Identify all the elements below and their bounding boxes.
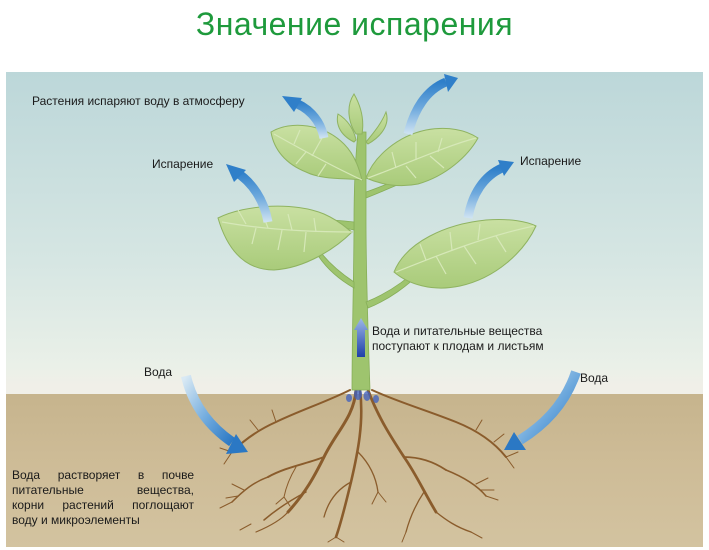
label-soil-line3: корни растений поглощают xyxy=(12,498,194,512)
leaf-veins xyxy=(221,129,535,275)
label-stem-flow-line2: поступают к плодам и листьям xyxy=(372,339,544,353)
stem-flow-arrow xyxy=(354,318,368,357)
water-arrows xyxy=(181,370,581,454)
label-water-right: Вода xyxy=(580,371,609,385)
leaf-top-left xyxy=(336,113,357,143)
label-soil-text: Вода растворяет в почве питательные веще… xyxy=(12,468,194,528)
diagram-panel: Растения испаряют воду в атмосферу Испар… xyxy=(6,72,703,547)
leaf-left-lower xyxy=(217,205,353,271)
leaves xyxy=(217,93,537,289)
label-stem-flow-line1: Вода и питательные вещества xyxy=(372,324,543,338)
label-atmosphere: Растения испаряют воду в атмосферу xyxy=(32,94,245,108)
label-evaporation-right: Испарение xyxy=(520,154,582,168)
root-water-glow xyxy=(346,388,379,403)
label-soil-line1: Вода растворяет в почве xyxy=(12,468,194,482)
label-evaporation-left: Испарение xyxy=(152,157,214,171)
label-stem-flow: Вода и питательные вещества поступают к … xyxy=(372,324,572,354)
page-title: Значение испарения xyxy=(195,6,514,42)
label-soil-line2: питательные вещества, xyxy=(12,483,194,497)
label-water-left: Вода xyxy=(144,365,173,379)
evaporation-arrows xyxy=(226,74,514,223)
leaf-top-center xyxy=(348,93,364,135)
label-soil-line4: воду и микроэлементы xyxy=(12,513,140,527)
roots xyxy=(219,388,519,543)
plant-illustration xyxy=(181,74,581,543)
leaf-right-lower xyxy=(393,219,537,289)
leaf-top-right xyxy=(365,110,388,145)
